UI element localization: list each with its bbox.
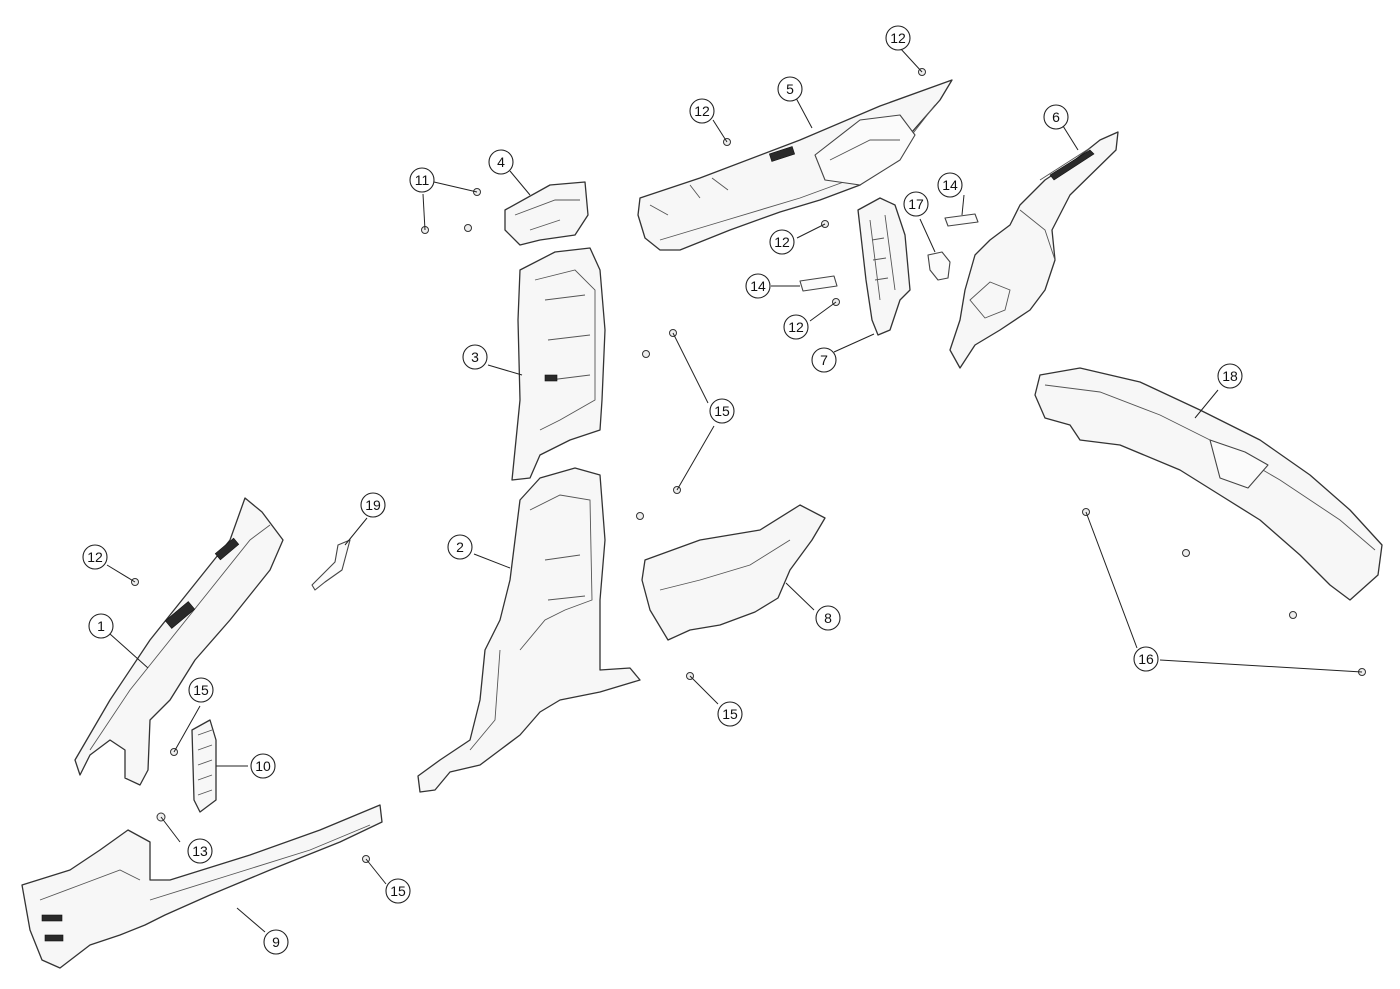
part-6-rear-quarter-trim [949,131,1119,369]
callout-1: 1 [88,613,114,639]
svg-text:6: 6 [1052,109,1060,125]
svg-text:14: 14 [942,177,958,193]
callout-12c: 12 [769,229,795,255]
callout-11: 11 [409,167,435,193]
callout-17: 17 [903,191,929,217]
callout-14b: 14 [745,273,771,299]
svg-text:15: 15 [714,403,730,419]
part-5-roof-rail-trim [637,79,953,251]
callout-8: 8 [815,605,841,631]
callout-15c: 15 [717,701,743,727]
callout-12d: 12 [783,314,809,340]
callout-5: 5 [777,76,803,102]
svg-text:8: 8 [824,610,832,626]
leader-lines [106,47,1363,933]
part-3-pillar-upper-trim [511,247,606,481]
callout-6: 6 [1043,104,1069,130]
callout-9: 9 [263,929,289,955]
part-4-upper-bracket [504,181,589,246]
svg-text:12: 12 [890,30,906,46]
svg-text:12: 12 [694,103,710,119]
callout-10: 10 [250,753,276,779]
svg-text:12: 12 [774,234,790,250]
callout-15a: 15 [709,398,735,424]
callout-12e: 12 [82,544,108,570]
callout-13: 13 [187,838,213,864]
svg-text:16: 16 [1138,651,1154,667]
part-14-cover-b [799,275,838,292]
callout-2: 2 [447,534,473,560]
part-18-rear-sill-trim [1034,367,1383,601]
svg-text:10: 10 [255,758,271,774]
svg-text:17: 17 [908,196,924,212]
callout-19: 19 [360,492,386,518]
svg-text:1: 1 [97,618,105,634]
svg-text:14: 14 [750,278,766,294]
svg-text:11: 11 [415,172,430,188]
svg-text:18: 18 [1222,368,1238,384]
callout-14a: 14 [937,172,963,198]
callout-15b: 15 [188,677,214,703]
callout-12a: 12 [885,25,911,51]
part-19-strap [311,539,351,591]
svg-text:7: 7 [820,352,828,368]
part-2-pillar-lower-trim [417,467,641,793]
svg-text:12: 12 [788,319,804,335]
callout-12b: 12 [689,98,715,124]
callout-4: 4 [488,149,514,175]
part-17-clip [927,251,951,281]
svg-text:2: 2 [456,539,464,555]
svg-text:15: 15 [722,706,738,722]
part-7-pillar-strip [857,197,911,336]
svg-text:9: 9 [272,934,280,950]
part-1-a-pillar-trim [74,497,284,786]
part-10-vent-grille [191,719,217,813]
svg-text:15: 15 [390,883,406,899]
part-8-lower-side-panel [641,504,826,641]
svg-text:15: 15 [193,682,209,698]
svg-text:3: 3 [471,349,479,365]
svg-text:12: 12 [87,549,103,565]
callout-18: 18 [1217,363,1243,389]
svg-text:5: 5 [786,81,794,97]
part-9-sill-trim [21,804,383,969]
callout-15d: 15 [385,878,411,904]
callout-3: 3 [462,344,488,370]
svg-text:4: 4 [497,154,505,170]
svg-text:13: 13 [192,843,208,859]
part-14-cover-a [944,213,979,227]
callout-7: 7 [811,347,837,373]
callout-16: 16 [1133,646,1159,672]
svg-text:19: 19 [365,497,381,513]
